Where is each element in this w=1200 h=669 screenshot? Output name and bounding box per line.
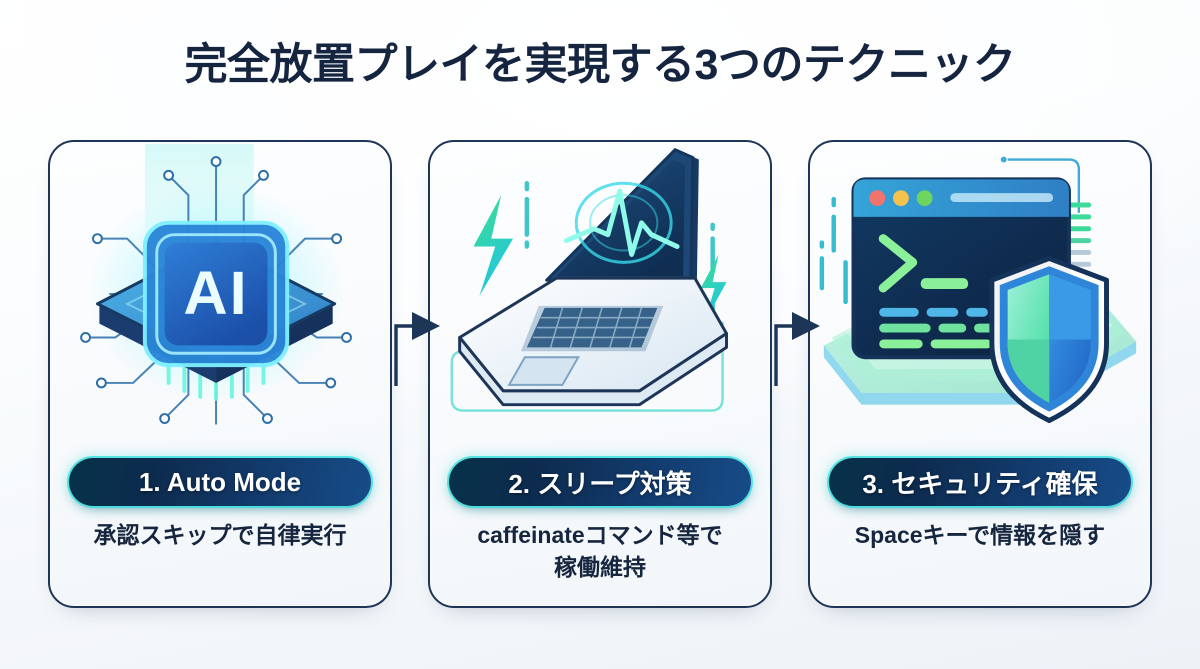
page-title: 完全放置プレイを実現する3つのテクニック (184, 41, 1016, 89)
card-subtitle-auto-mode: 承認スキップで自律実行 (93, 522, 347, 548)
badge-security: 3. セキュリティ確保 (829, 458, 1131, 506)
card-security[interactable]: 3. セキュリティ確保 Spaceキーで情報を隠す (808, 140, 1152, 608)
arrow-2-to-3 (768, 268, 828, 388)
svg-text:AI: AI (183, 259, 248, 327)
laptop-pulse-icon (430, 142, 770, 442)
ai-chip-icon: AI (50, 142, 390, 442)
card-subtitle-sleep-prevention: caffeinateコマンド等で 稼働維持 (477, 522, 723, 580)
cards-container: AI 1. Auto Mode 承認スキップで自律実行 (0, 140, 1200, 610)
badge-sleep-prevention: 2. スリープ対策 (449, 458, 751, 506)
arrow-1-to-2 (388, 268, 448, 388)
badge-label: 1. Auto Mode (138, 466, 302, 497)
page-title-container: 完全放置プレイを実現する3つのテクニック (0, 30, 1200, 92)
card-sleep-prevention[interactable]: 2. スリープ対策 caffeinateコマンド等で 稼働維持 (428, 140, 772, 608)
badge-label: 2. スリープ対策 (508, 468, 692, 499)
card-auto-mode[interactable]: AI 1. Auto Mode 承認スキップで自律実行 (48, 140, 392, 608)
badge-auto-mode: 1. Auto Mode (69, 458, 371, 506)
card-subtitle-security: Spaceキーで情報を隠す (854, 522, 1106, 548)
badge-label: 3. セキュリティ確保 (862, 468, 1098, 499)
terminal-shield-icon (810, 142, 1150, 442)
